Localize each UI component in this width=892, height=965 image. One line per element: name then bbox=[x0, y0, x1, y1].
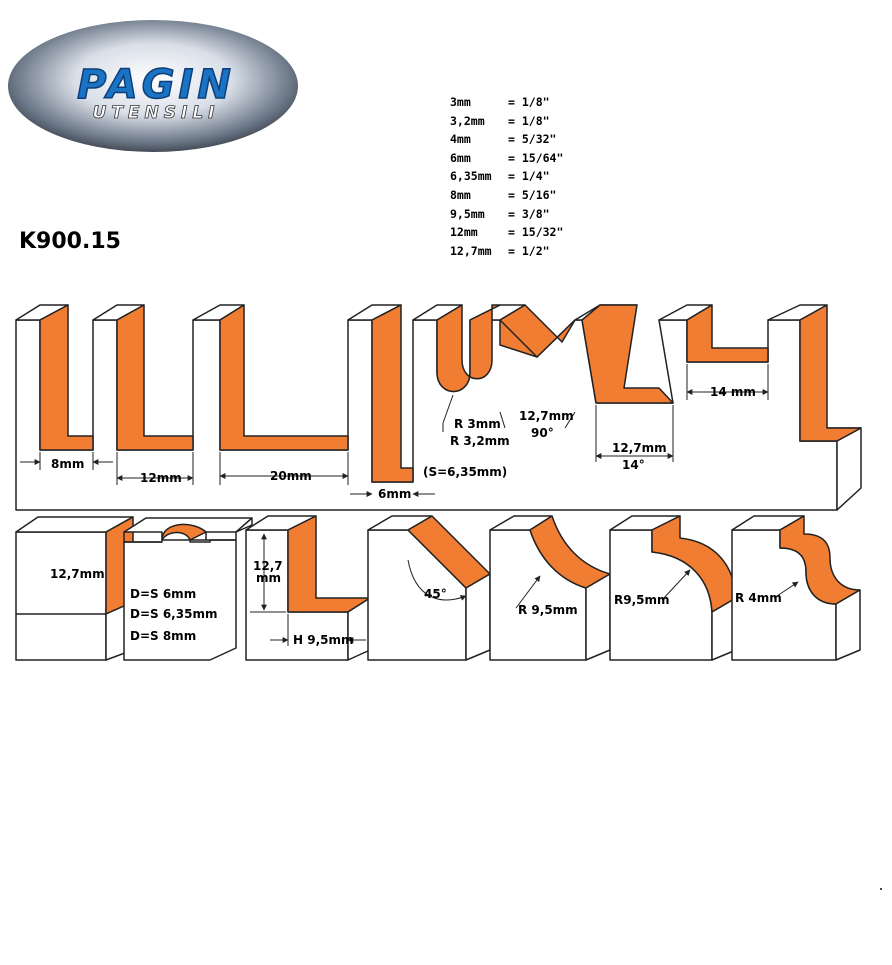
conversion-inch: = 3/8" bbox=[508, 206, 550, 221]
conversion-table: 3mm = 1/8" 3,2mm = 1/8" 4mm = 5/32" 6mm = 15… bbox=[450, 93, 563, 260]
conversion-row: 12mm = 15/32" bbox=[450, 223, 563, 242]
label-flush-height: 12,7mm bbox=[50, 567, 105, 581]
conversion-mm: 4mm bbox=[450, 132, 471, 147]
conversion-row: 12,7mm = 1/2" bbox=[450, 242, 563, 261]
conversion-inch: = 15/32" bbox=[508, 225, 564, 240]
label-rabbet-height-1: 12,7 bbox=[253, 559, 283, 573]
conversion-row: 8mm = 5/16" bbox=[450, 186, 563, 205]
block-ogee bbox=[731, 515, 861, 661]
label-straight-12mm: 12mm bbox=[140, 471, 182, 485]
conversion-inch: = 5/16" bbox=[508, 187, 557, 202]
conversion-row: 6,35mm = 1/4" bbox=[450, 167, 563, 186]
label-bearing-635mm: D=S 6,35mm bbox=[130, 607, 217, 621]
label-bearing-8mm: D=S 8mm bbox=[130, 629, 196, 643]
label-rabbet-14mm: 14 mm bbox=[710, 385, 756, 399]
profile-straight-20mm bbox=[219, 304, 349, 451]
conversion-row: 4mm = 5/32" bbox=[450, 130, 563, 149]
label-core-box-r2: R 3,2mm bbox=[450, 434, 510, 448]
conversion-row: 3,2mm = 1/8" bbox=[450, 112, 563, 131]
label-shank-note: (S=6,35mm) bbox=[423, 465, 507, 479]
profile-slot-6mm bbox=[371, 304, 414, 483]
label-roundover-radius: R9,5mm bbox=[614, 593, 670, 607]
label-straight-8mm: 8mm bbox=[51, 457, 84, 471]
label-bearing-6mm: D=S 6mm bbox=[130, 587, 196, 601]
profile-straight-12mm bbox=[116, 304, 194, 451]
label-cove-radius: R 9,5mm bbox=[518, 603, 578, 617]
label-ogee-radius: R 4mm bbox=[735, 591, 782, 605]
label-vgroove-width: 12,7mm bbox=[519, 409, 574, 423]
stray-dot bbox=[880, 888, 882, 890]
conversion-mm: 3mm bbox=[450, 95, 471, 109]
label-dovetail-angle: 14° bbox=[622, 458, 645, 472]
conversion-inch: = 1/2" bbox=[508, 243, 550, 258]
block-cove bbox=[489, 515, 611, 661]
profile-rabbet-14mm bbox=[686, 304, 769, 363]
pagin-utensili-logo: PAGIN UTENSILI bbox=[8, 20, 298, 152]
conversion-row: 3mm = 1/8" bbox=[450, 93, 563, 112]
label-slot-6mm: 6mm bbox=[378, 487, 411, 501]
conversion-inch: = 5/32" bbox=[508, 132, 557, 147]
conversion-mm: 3,2mm bbox=[450, 113, 485, 128]
label-straight-20mm: 20mm bbox=[270, 469, 312, 483]
conversion-row: 9,5mm = 3/8" bbox=[450, 205, 563, 224]
conversion-mm: 8mm bbox=[450, 187, 471, 202]
conversion-inch: = 15/64" bbox=[508, 150, 564, 165]
block-roundover bbox=[609, 515, 737, 661]
logo-text-pagin: PAGIN bbox=[77, 62, 235, 108]
conversion-inch: = 1/4" bbox=[508, 169, 550, 184]
conversion-row: 6mm = 15/64" bbox=[450, 149, 563, 168]
conversion-mm: 9,5mm bbox=[450, 206, 485, 221]
profile-end-step bbox=[799, 304, 862, 442]
profile-v-groove-90 bbox=[499, 304, 576, 358]
profile-straight-8mm bbox=[39, 304, 94, 451]
conversion-mm: 12mm bbox=[450, 225, 478, 240]
label-dovetail-width: 12,7mm bbox=[612, 441, 667, 455]
top-board bbox=[15, 304, 862, 511]
label-chamfer-angle: 45° bbox=[424, 587, 447, 601]
profile-core-box bbox=[436, 304, 501, 393]
conversion-inch: = 1/8" bbox=[508, 95, 550, 109]
block-slotting-cutter bbox=[123, 517, 253, 661]
conversion-mm: 6,35mm bbox=[450, 169, 492, 184]
label-core-box-r1: R 3mm bbox=[454, 417, 501, 431]
block-rabbet bbox=[245, 515, 371, 661]
block-chamfer-45 bbox=[367, 515, 491, 661]
conversion-mm: 6mm bbox=[450, 150, 471, 165]
profile-dovetail-14 bbox=[581, 304, 674, 404]
bottom-dimension-lines bbox=[250, 533, 799, 646]
label-rabbet-width: H 9,5mm bbox=[293, 633, 354, 647]
top-dimension-lines bbox=[20, 364, 769, 497]
label-rabbet-height-2: mm bbox=[256, 571, 281, 585]
conversion-mm: 12,7mm bbox=[450, 243, 492, 258]
conversion-inch: = 1/8" bbox=[508, 113, 550, 128]
label-vgroove-angle: 90° bbox=[531, 426, 554, 440]
block-flush-trim bbox=[15, 516, 134, 661]
logo-text-utensili: UTENSILI bbox=[93, 103, 220, 123]
product-code: K900.15 bbox=[19, 229, 121, 254]
